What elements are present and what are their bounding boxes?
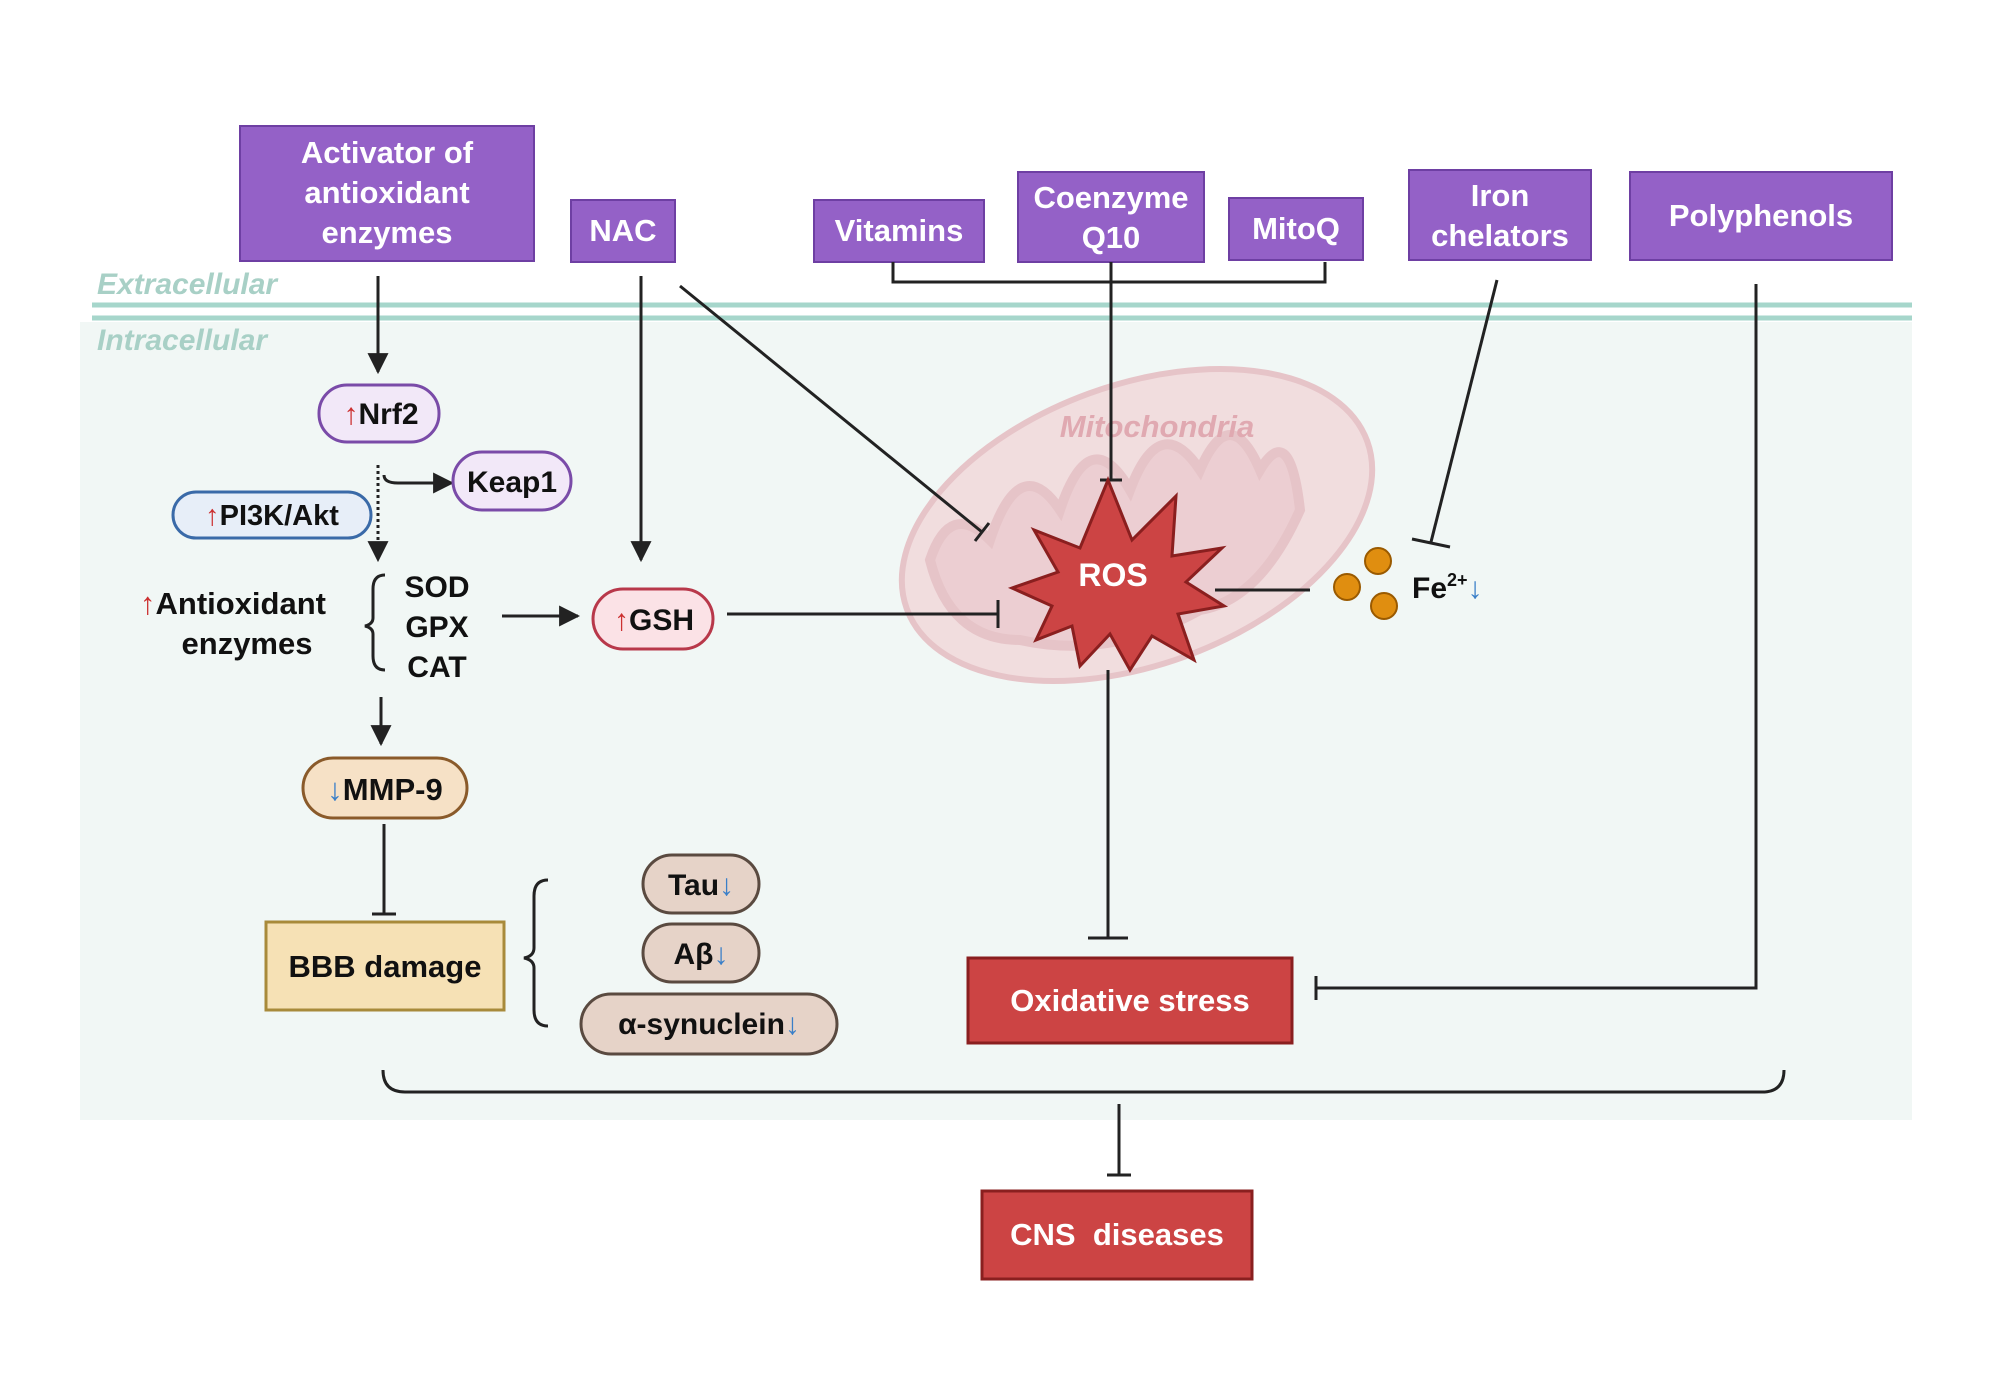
activator-line-2: antioxidant bbox=[304, 175, 469, 210]
edge-polyphenols-oxidative bbox=[1316, 284, 1758, 990]
nrf2-text: ↑Nrf2 bbox=[343, 398, 418, 431]
bottom-brace bbox=[381, 1069, 1786, 1094]
polyphenols-label: Polyphenols bbox=[1669, 198, 1853, 233]
antioxidant-line-1: ↑Antioxidant bbox=[140, 586, 326, 621]
edge-iron-fe bbox=[1429, 279, 1499, 543]
proteins-brace bbox=[523, 878, 549, 1028]
edge-nac-ros bbox=[679, 284, 983, 534]
vitamins-bracket bbox=[891, 262, 1327, 284]
tau-node bbox=[641, 853, 761, 915]
bbb-damage-label: BBB damage bbox=[289, 949, 482, 984]
gsh-node bbox=[591, 587, 715, 651]
nac-label: NAC bbox=[589, 213, 656, 248]
enzyme-cat: CAT bbox=[407, 651, 466, 684]
mitoq-label: MitoQ bbox=[1252, 211, 1340, 246]
keap1-text: Keap1 bbox=[467, 466, 557, 499]
tau-text: Tau↓ bbox=[668, 869, 734, 902]
fe-label: Fe2+↓ bbox=[1412, 570, 1483, 605]
keap1-node bbox=[451, 450, 573, 512]
coenzyme-line-1: Coenzyme bbox=[1033, 180, 1188, 215]
activator-line-3: enzymes bbox=[322, 215, 453, 250]
ros-label: ROS bbox=[1078, 557, 1147, 593]
iron-atom-icon bbox=[1370, 592, 1398, 620]
mmp9-text: ↓MMP-9 bbox=[327, 772, 442, 807]
mmp9-node bbox=[301, 756, 469, 820]
edge-iron-fe-bar bbox=[1411, 537, 1451, 549]
antioxidant-line-2: enzymes bbox=[182, 626, 313, 661]
edge-nrf2-keap1 bbox=[382, 472, 455, 494]
iron-line-2: chelators bbox=[1431, 218, 1569, 253]
iron-line-1: Iron bbox=[1471, 178, 1530, 213]
nac-box bbox=[570, 199, 676, 263]
enzymes-brace bbox=[364, 573, 386, 672]
pi3k-node bbox=[171, 490, 373, 540]
abeta-text: Aβ↓ bbox=[674, 938, 729, 971]
enzyme-gpx: GPX bbox=[405, 611, 468, 644]
vitamins-label: Vitamins bbox=[835, 213, 964, 248]
bbb-damage-box bbox=[264, 920, 506, 1012]
gsh-text: ↑GSH bbox=[614, 604, 694, 637]
activator-line-1: Activator of bbox=[301, 135, 474, 170]
extracellular-label: Extracellular bbox=[97, 268, 279, 301]
iron-atom-icon bbox=[1364, 547, 1392, 575]
synuclein-node bbox=[579, 992, 839, 1056]
ros-burst bbox=[1007, 476, 1229, 673]
intracellular-label: Intracellular bbox=[97, 324, 269, 357]
iron-chelators-box bbox=[1408, 169, 1592, 261]
oxidative-stress-label: Oxidative stress bbox=[1010, 983, 1250, 1018]
iron-atom-icon bbox=[1333, 573, 1361, 601]
pi3k-text: ↑PI3K/Akt bbox=[205, 500, 339, 532]
coenzyme-box bbox=[1017, 171, 1205, 263]
mitochondria-label: Mitochondria bbox=[1060, 409, 1255, 444]
coenzyme-line-2: Q10 bbox=[1082, 220, 1141, 255]
cns-diseases-box bbox=[980, 1189, 1254, 1281]
polyphenols-box bbox=[1629, 171, 1893, 261]
oxidative-stress-box bbox=[966, 956, 1294, 1045]
edge-nac-ros-bar bbox=[973, 522, 991, 542]
cns-diseases-label: CNS diseases bbox=[1010, 1217, 1224, 1252]
nrf2-node bbox=[317, 383, 441, 444]
abeta-node bbox=[641, 922, 761, 984]
mitoq-box bbox=[1228, 197, 1364, 261]
synuclein-text: α-synuclein↓ bbox=[618, 1008, 800, 1041]
vitamins-box bbox=[813, 199, 985, 263]
activator-box bbox=[239, 125, 535, 262]
enzyme-sod: SOD bbox=[404, 571, 469, 604]
